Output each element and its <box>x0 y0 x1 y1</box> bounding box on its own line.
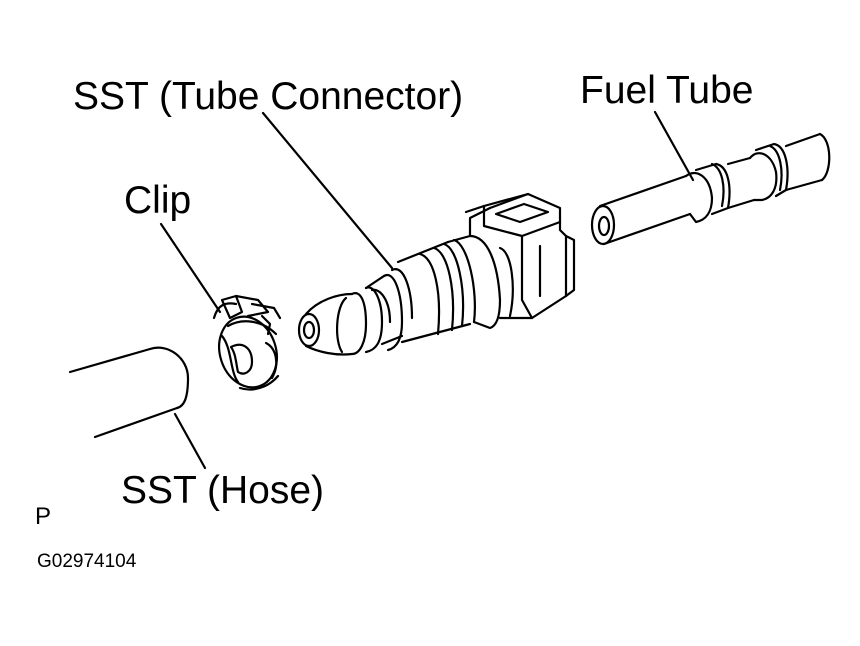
clip-part <box>212 294 282 391</box>
tube-connector-label: SST (Tube Connector) <box>73 75 464 118</box>
figure-code: G02974104 <box>37 551 137 572</box>
leader-lines <box>159 110 695 470</box>
hose-part <box>68 346 190 439</box>
leader-fuel-tube <box>653 110 695 182</box>
fuel-tube-part <box>590 132 831 246</box>
leader-hose <box>173 412 207 470</box>
clip-label: Clip <box>124 179 192 222</box>
view-mark: P <box>35 503 52 530</box>
leader-tube-connector <box>261 111 394 270</box>
hose-label: SST (Hose) <box>121 469 324 512</box>
tube-connector-part <box>297 192 576 356</box>
leader-clip <box>159 222 222 314</box>
fuel-tube-label: Fuel Tube <box>580 69 754 112</box>
